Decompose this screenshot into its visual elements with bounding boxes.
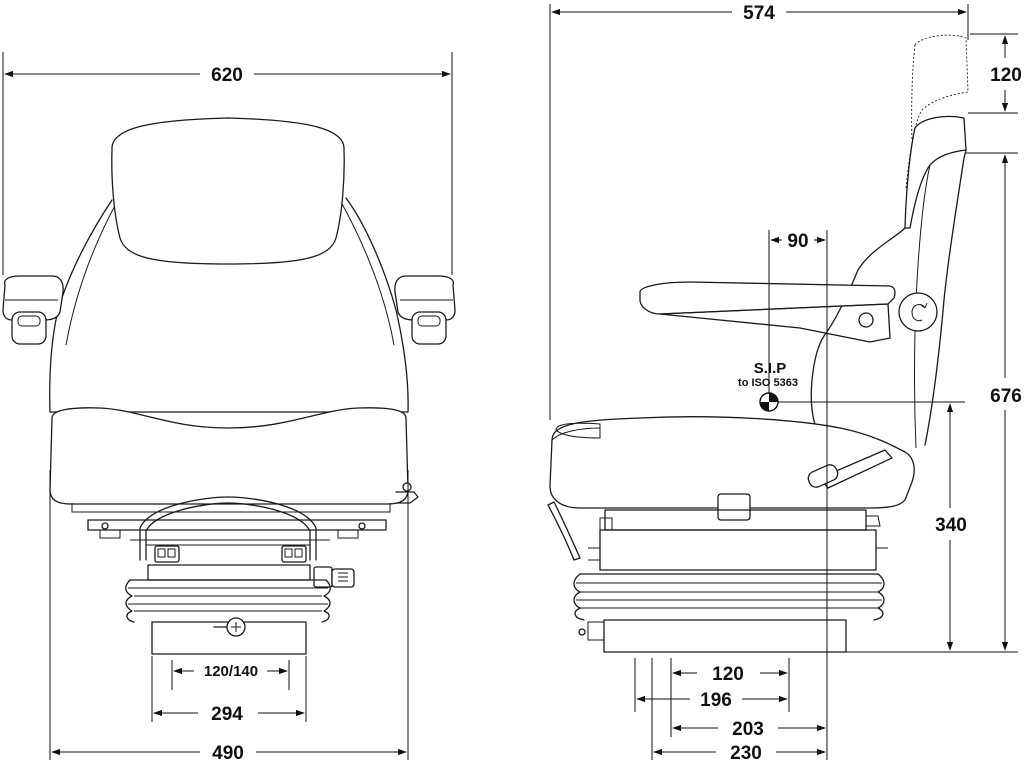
front-suspension bbox=[87, 496, 387, 563]
side-view: S.I.P to ISO 5363 bbox=[547, 34, 969, 653]
dim-mount-outer: 294 bbox=[211, 704, 243, 725]
dim-overall-depth: 574 bbox=[743, 3, 775, 24]
dim-sip-offset: 90 bbox=[787, 231, 808, 252]
side-bellows bbox=[573, 573, 885, 621]
front-headrest bbox=[111, 117, 345, 265]
sip-marker: S.I.P to ISO 5363 bbox=[738, 360, 798, 412]
dim-base-2: 196 bbox=[700, 690, 732, 711]
dim-base-width: 490 bbox=[212, 743, 244, 764]
side-headrest bbox=[904, 115, 967, 229]
front-bellows bbox=[125, 579, 331, 623]
front-backrest bbox=[49, 197, 409, 413]
dim-overall-width: 620 bbox=[211, 65, 243, 86]
sip-standard: to ISO 5363 bbox=[738, 377, 798, 389]
dim-base-4: 230 bbox=[730, 743, 762, 764]
side-backrest bbox=[924, 149, 967, 446]
dim-base-1: 120 bbox=[712, 664, 744, 685]
dim-sip-height: 340 bbox=[935, 515, 967, 536]
left-armrest bbox=[2, 275, 64, 345]
recline-knob bbox=[898, 292, 938, 332]
dim-base-3: 203 bbox=[732, 719, 764, 740]
side-suspension bbox=[588, 493, 888, 571]
front-dimensions: 620 490 294 120/140 bbox=[2, 52, 453, 764]
front-view bbox=[2, 117, 456, 655]
dim-mount-inner: 120/140 bbox=[204, 663, 258, 680]
front-seat-cushion bbox=[49, 407, 409, 505]
dim-headrest-height: 120 bbox=[990, 65, 1022, 86]
dim-backrest-height: 676 bbox=[990, 386, 1022, 407]
right-armrest bbox=[394, 275, 456, 345]
sip-label: S.I.P bbox=[754, 360, 787, 377]
side-dimensions: 574 120 676 340 90 12 bbox=[549, 3, 1022, 764]
